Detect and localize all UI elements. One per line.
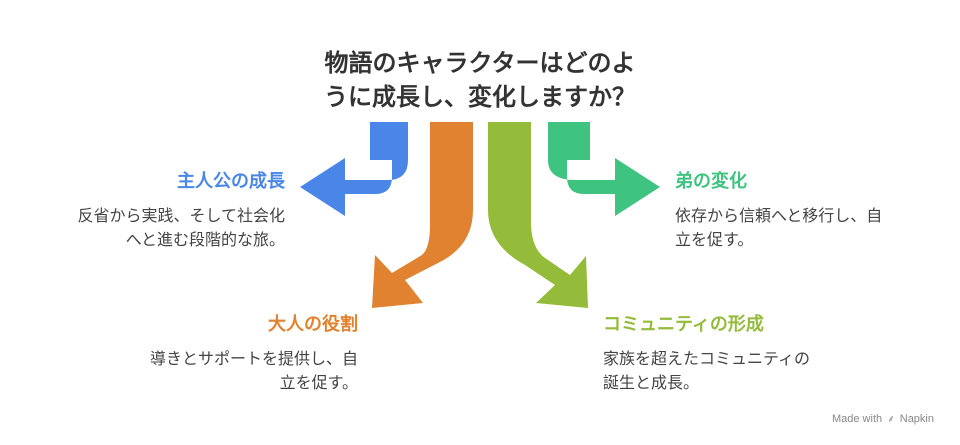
desc-line: へと進む段階的な旅。 [125, 230, 285, 249]
desc-community-formation: 家族を超えたコミュニティの 誕生と成長。 [603, 347, 810, 395]
watermark-prefix: Made with [831, 413, 883, 425]
watermark-brand: Napkin [899, 413, 934, 425]
made-with-napkin-watermark[interactable]: Made with ⸙ Napkin [832, 411, 934, 425]
diagram-title: 物語のキャラクターはどのよ うに成長し、変化しますか？ [280, 46, 680, 114]
desc-line: 家族を超えたコミュニティの [603, 349, 811, 368]
arrow-protagonist [300, 122, 408, 216]
heading-adult-role: 大人の役割 [268, 314, 358, 335]
arrow-brother [548, 122, 660, 216]
desc-line: 導きとサポートを提供し、自 [149, 349, 358, 368]
title-line-2: うに成長し、変化しますか？ [324, 83, 636, 111]
desc-adult-role: 導きとサポートを提供し、自 立を促す。 [150, 347, 358, 395]
desc-line: 反省から実践、そして社会化 [77, 206, 285, 225]
napkin-logo-icon: ⸙ [887, 414, 895, 425]
desc-line: 立を促す。 [675, 230, 754, 249]
desc-line: 立を促す。 [279, 373, 358, 392]
arrow-adult-role [372, 122, 473, 308]
desc-brother-change: 依存から信頼へと移行し、自 立を促す。 [675, 204, 882, 252]
desc-protagonist-growth: 反省から実践、そして社会化 へと進む段階的な旅。 [77, 204, 285, 252]
title-line-1: 物語のキャラクターはどのよ [324, 49, 636, 77]
heading-brother-change: 弟の変化 [675, 171, 747, 192]
desc-line: 誕生と成長。 [603, 373, 700, 392]
heading-community-formation: コミュニティの形成 [603, 314, 764, 335]
heading-protagonist-growth: 主人公の成長 [177, 171, 285, 192]
desc-line: 依存から信頼へと移行し、自 [675, 206, 883, 225]
arrow-community [488, 122, 588, 308]
